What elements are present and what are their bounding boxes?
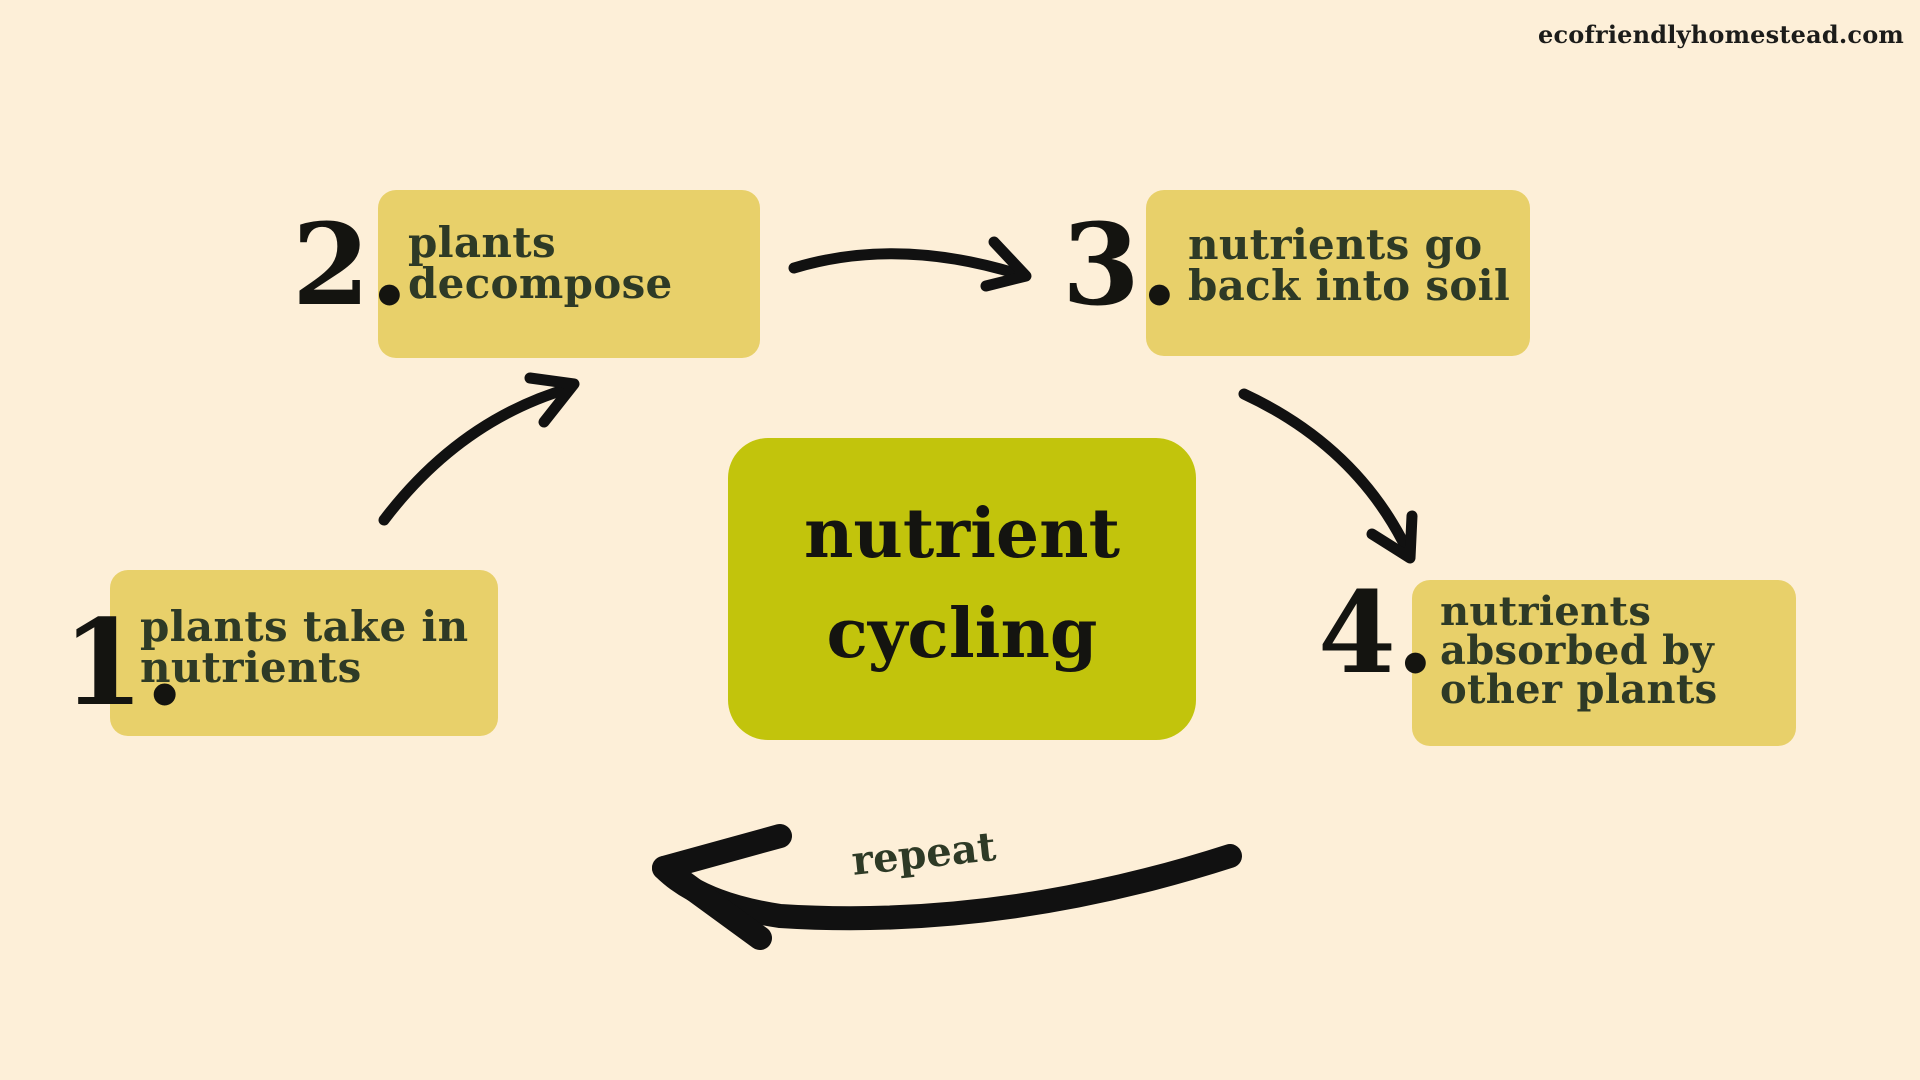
arrow-step1-to-step2: [378, 382, 576, 526]
step-4-number: 4.: [1318, 568, 1435, 699]
center-title-box: nutrient cycling: [728, 438, 1196, 740]
step-3-number: 3.: [1062, 200, 1179, 331]
center-title-line-1: nutrient: [803, 494, 1121, 574]
step-1-number: 1.: [62, 593, 186, 732]
step-1-label: plants take in nutrients: [140, 602, 469, 693]
arrow-step3-to-step4: [1238, 388, 1416, 562]
step-4-label: nutrients absorbed by other plants: [1440, 588, 1718, 714]
arrow-repeat-head: [652, 824, 792, 950]
site-watermark: ecofriendlyhomestead.com: [1537, 20, 1904, 49]
center-title-line-2: cycling: [826, 594, 1098, 674]
step-3-line-2: back into soil: [1188, 261, 1511, 311]
step-3-line-1: nutrients go: [1188, 220, 1483, 269]
step-1-line-1: plants take in: [140, 602, 469, 651]
step-4-box: [1412, 580, 1796, 746]
step-4-line-2: absorbed by: [1440, 627, 1714, 675]
step-3-box: [1146, 190, 1530, 356]
step-4-line-3: other plants: [1440, 666, 1718, 714]
step-2-line-1: plants: [408, 218, 556, 267]
arrow-step2-to-step3-head: [980, 236, 1032, 292]
step-2-label: plants decompose: [408, 218, 673, 309]
step-1-line-2: nutrients: [140, 643, 362, 693]
step-3-label: nutrients go back into soil: [1188, 220, 1511, 311]
step-1-box: [110, 570, 498, 736]
arrow-step1-to-step2-head: [524, 372, 580, 428]
step-2-number: 2.: [292, 200, 409, 331]
arrow-step3-to-step4-head: [1366, 510, 1418, 564]
arrow-step2-to-step3: [788, 248, 1030, 282]
step-2-line-2: decompose: [408, 259, 673, 309]
step-2-box: [378, 190, 760, 358]
step-4-line-1: nutrients: [1440, 588, 1652, 635]
